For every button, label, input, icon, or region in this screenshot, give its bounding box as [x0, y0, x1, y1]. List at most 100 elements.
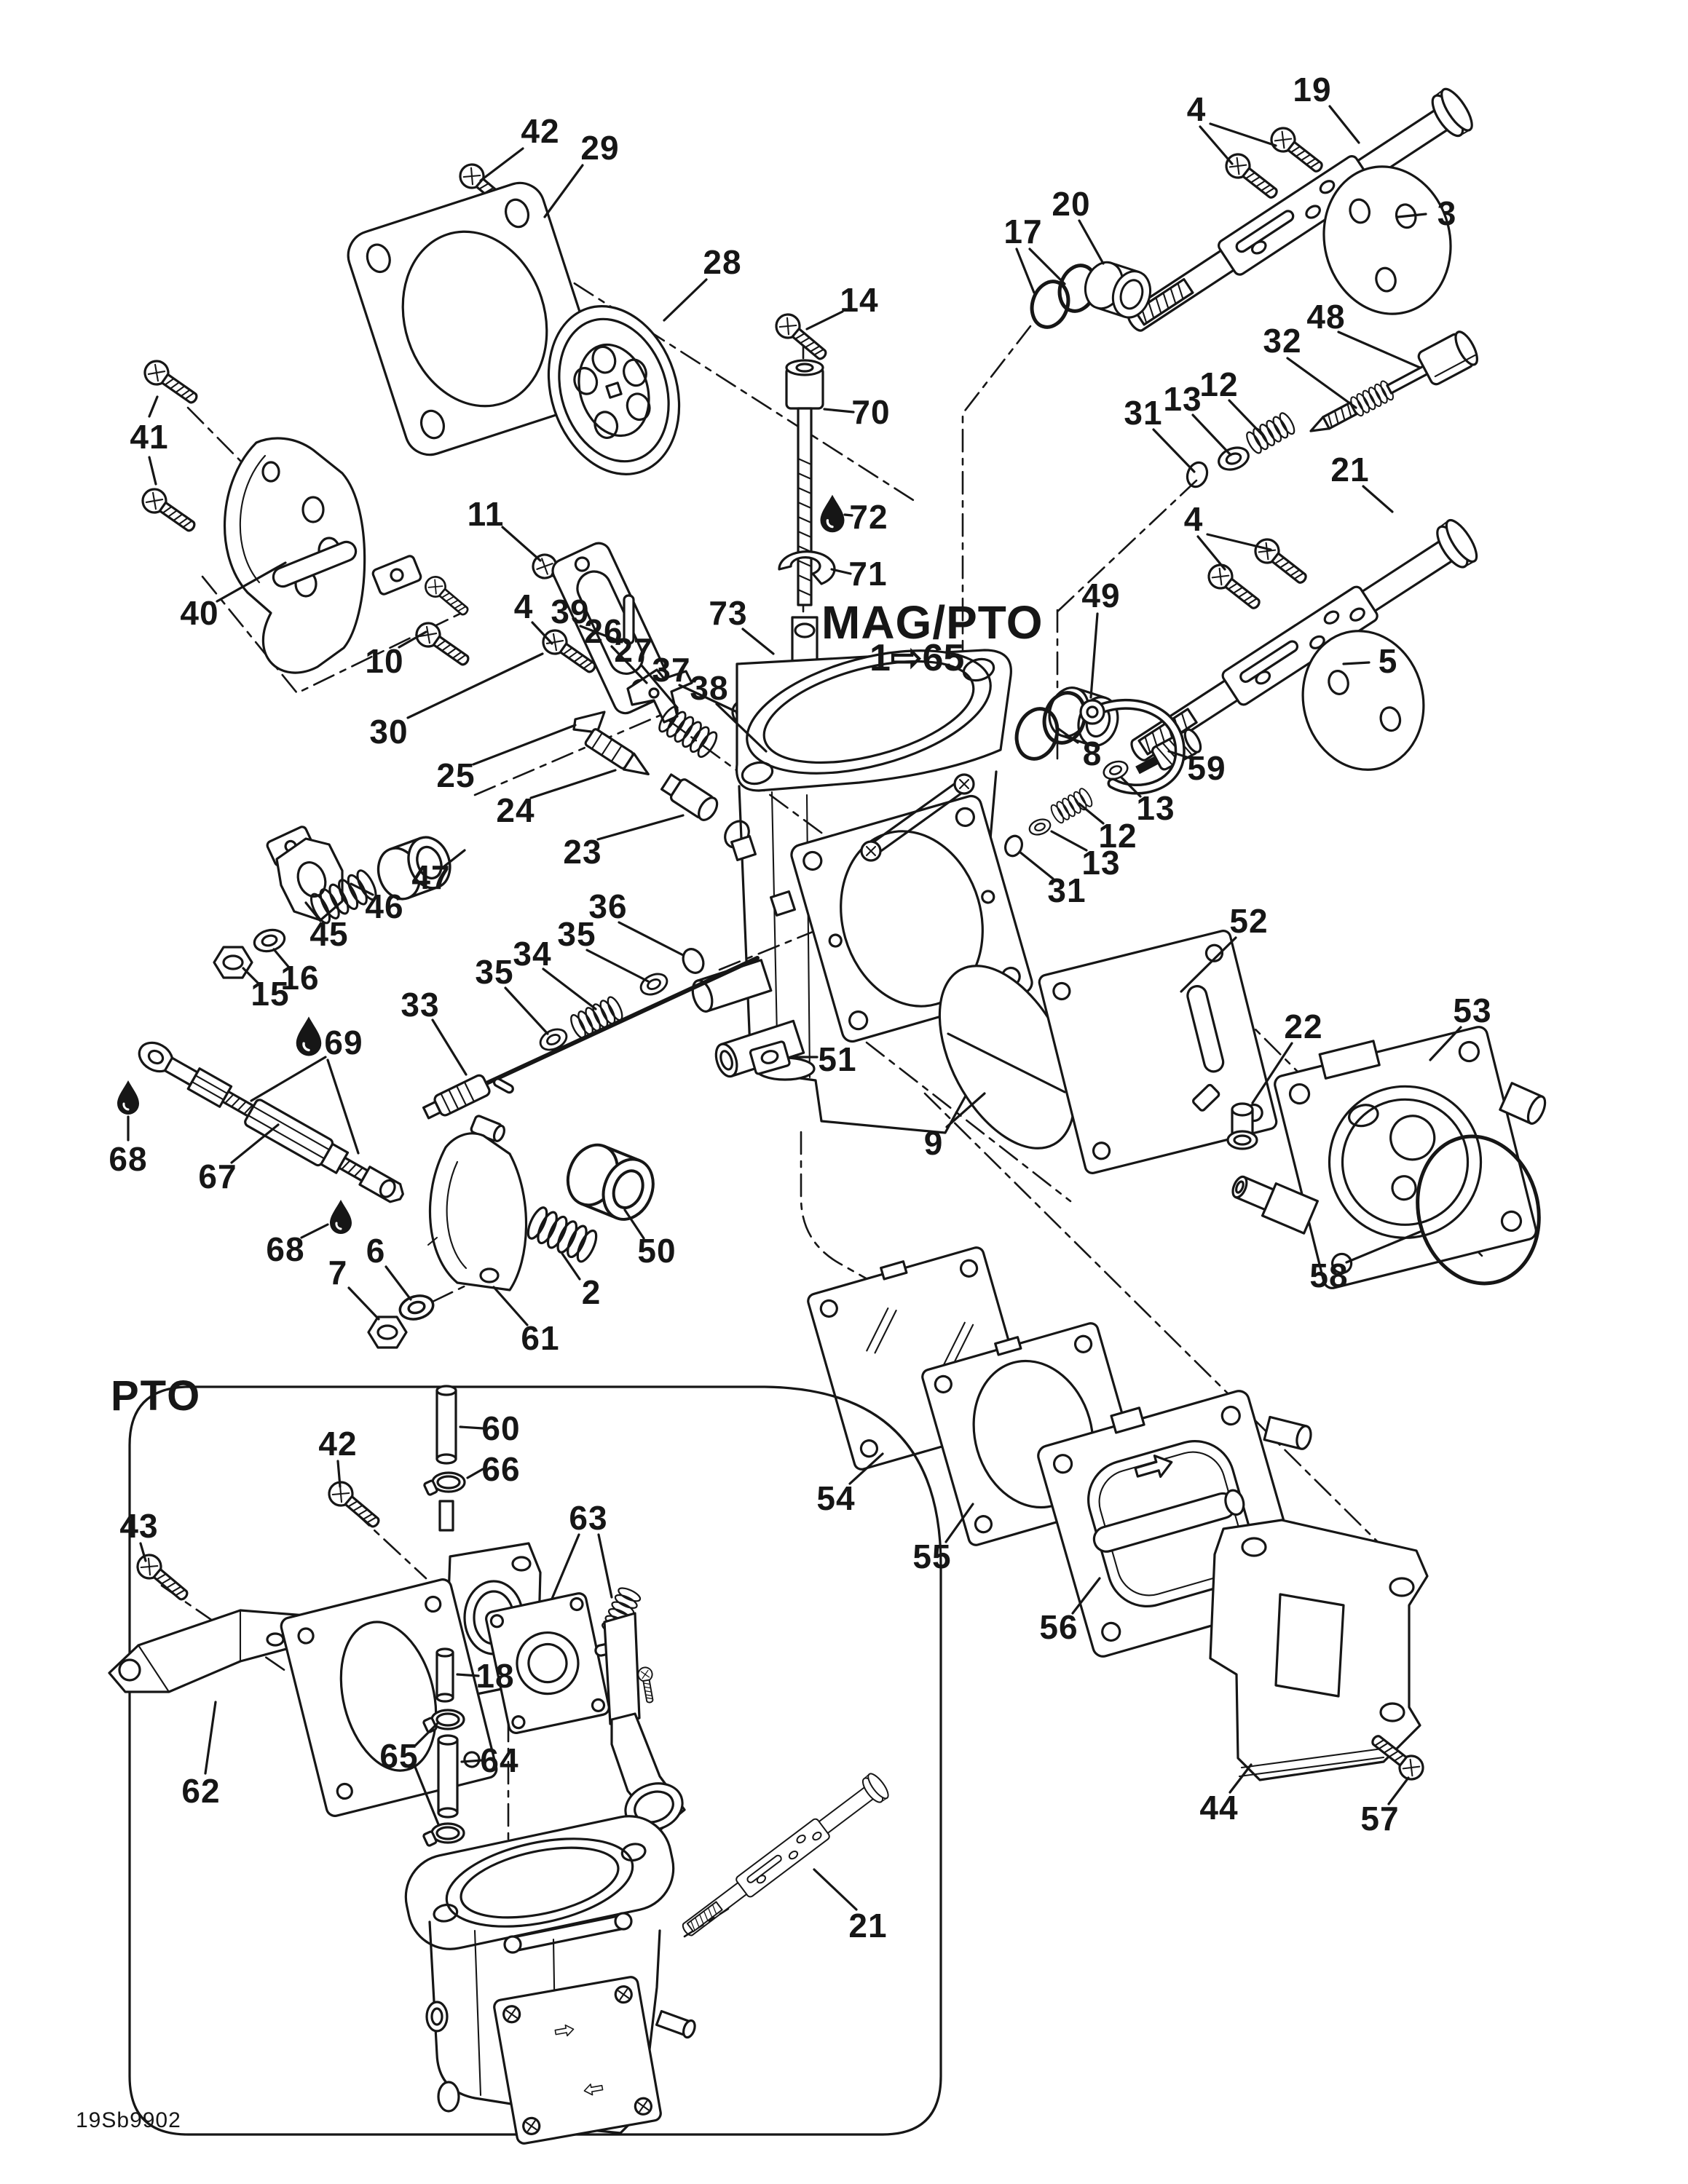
callout-37: 37 — [652, 651, 691, 689]
callout-3: 3 — [1437, 194, 1457, 232]
callout-34: 34 — [513, 935, 552, 973]
leader-line-21 — [1362, 485, 1394, 513]
mount-bracket-44 — [1209, 1519, 1429, 1781]
washer-13-mid-l — [1026, 815, 1054, 839]
float-arm-bar — [860, 773, 975, 862]
callout-35: 35 — [557, 915, 596, 953]
leader-line-42 — [479, 147, 524, 182]
leader-line-60 — [459, 1425, 484, 1430]
nut-15 — [213, 946, 253, 979]
leader-line-36 — [618, 921, 685, 957]
screw-41-lower — [137, 483, 202, 539]
pump-gasket-52 — [1038, 930, 1278, 1174]
leader-line-8 — [1056, 727, 1079, 744]
callout-48: 48 — [1306, 298, 1346, 336]
pump-cover-53 — [1231, 1026, 1547, 1289]
tube-60 — [435, 1385, 457, 1465]
callout-67: 67 — [198, 1158, 237, 1195]
callout-19: 19 — [1293, 71, 1332, 108]
leader-line-25 — [472, 724, 577, 766]
callout-50: 50 — [637, 1232, 677, 1270]
oil-drop-68b-icon — [328, 1198, 353, 1235]
leader-line-4 — [1209, 122, 1277, 147]
callout-61: 61 — [521, 1319, 560, 1357]
throttle-plate-5 — [1301, 630, 1425, 771]
leader-line-30 — [406, 652, 544, 719]
callout-7: 7 — [328, 1254, 348, 1291]
screw-4-c — [1202, 558, 1266, 617]
leader-line-65 — [414, 1721, 440, 1747]
item-range-label: 1⇨65 — [869, 637, 965, 679]
leader-line-27 — [640, 664, 679, 709]
leader-line-17 — [1015, 248, 1036, 294]
leader-line-59 — [1167, 750, 1193, 760]
leader-line-5 — [1342, 661, 1370, 665]
callout-42: 42 — [521, 112, 560, 150]
callout-62: 62 — [181, 1772, 221, 1810]
callout-11: 11 — [467, 495, 505, 533]
square-nut-51 — [749, 1040, 791, 1075]
callout-13: 13 — [1136, 789, 1175, 827]
callout-12: 12 — [1199, 365, 1239, 403]
leader-line-32 — [1286, 357, 1357, 409]
lever-26 — [626, 668, 693, 724]
leader-line-21 — [813, 1868, 858, 1911]
leader-line-58 — [1345, 1230, 1421, 1264]
screw-43 — [131, 1548, 194, 1607]
leader-line-20 — [1078, 219, 1105, 265]
leader-line-65 — [414, 1765, 440, 1826]
callout-73: 73 — [709, 594, 748, 632]
callout-17: 17 — [1003, 213, 1043, 250]
leader-line-64 — [460, 1759, 484, 1763]
leader-line-13 — [1050, 830, 1088, 852]
leader-line-31 — [1018, 850, 1054, 880]
spring-27 — [655, 703, 721, 761]
callout-68: 68 — [109, 1140, 148, 1178]
callout-36: 36 — [588, 887, 628, 925]
leader-line-34 — [542, 968, 597, 1010]
leader-line-3 — [1397, 213, 1427, 218]
callout-41: 41 — [130, 418, 169, 456]
clamp-65-b — [422, 1822, 465, 1848]
leader-line-13 — [1191, 414, 1232, 456]
callout-9: 9 — [923, 1124, 944, 1162]
screw-10 — [411, 617, 476, 673]
leader-line-40 — [216, 561, 287, 603]
leader-line-31 — [1152, 428, 1196, 473]
callout-54: 54 — [816, 1479, 856, 1517]
leader-line-18 — [456, 1673, 480, 1677]
callout-26: 26 — [584, 612, 623, 650]
pto-regulator-63 — [485, 1584, 686, 1832]
leader-line-23 — [596, 814, 685, 841]
callout-30: 30 — [369, 713, 409, 751]
link-rod-67 — [138, 1041, 404, 1203]
leader-line-73 — [741, 628, 775, 655]
leader-line-44 — [1228, 1763, 1253, 1794]
leader-line-57 — [1387, 1776, 1410, 1805]
callout-63: 63 — [569, 1499, 608, 1537]
leader-line-43 — [139, 1542, 147, 1562]
callout-18: 18 — [476, 1657, 515, 1695]
leader-line-41 — [148, 456, 157, 486]
callout-21: 21 — [1330, 451, 1370, 488]
leader-line-54 — [848, 1452, 884, 1485]
callout-55: 55 — [912, 1538, 952, 1575]
callout-70: 70 — [851, 393, 891, 431]
callout-45: 45 — [309, 915, 349, 953]
leader-line-67 — [230, 1123, 280, 1164]
pto-pump-cover — [493, 1976, 662, 2145]
screw-4-d — [1249, 533, 1313, 591]
callout-47: 47 — [411, 858, 451, 896]
o-rings-8 — [1014, 691, 1087, 761]
leader-line-63 — [551, 1533, 580, 1600]
callout-52: 52 — [1229, 902, 1269, 940]
callout-58: 58 — [1309, 1257, 1349, 1294]
screw-42-pto — [323, 1476, 386, 1535]
callout-68: 68 — [266, 1230, 305, 1268]
leader-line-11 — [501, 526, 542, 562]
callout-29: 29 — [580, 129, 620, 167]
leader-lines — [127, 105, 1462, 1911]
callout-24: 24 — [496, 791, 535, 829]
gasket-29 — [347, 181, 603, 456]
